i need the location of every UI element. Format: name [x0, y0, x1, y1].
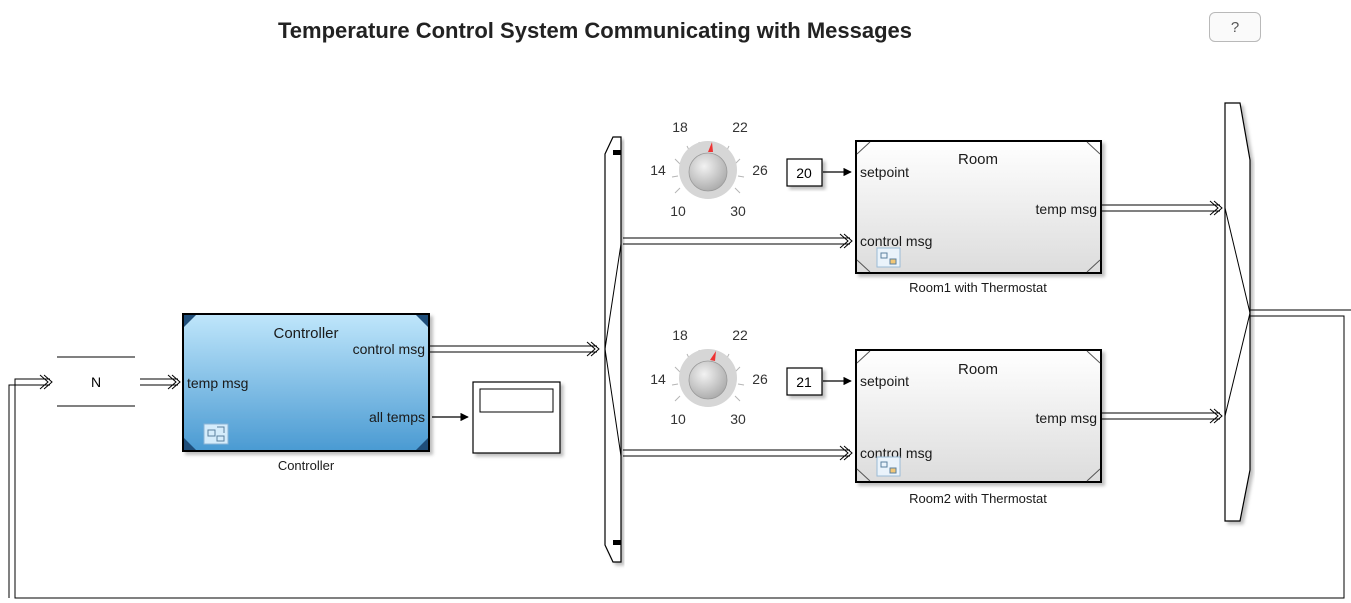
controller-output-port-temps: all temps: [369, 409, 425, 425]
room-title: Room: [958, 151, 998, 168]
left-bus-block[interactable]: [604, 136, 622, 563]
stateflow-chart-icon: [876, 456, 901, 477]
controller-title: Controller: [273, 325, 338, 342]
bus-to-room1-line[interactable]: [623, 233, 853, 249]
room1-block[interactable]: Room setpoint temp msg control msg: [855, 140, 1102, 274]
controller-to-bus-line[interactable]: [430, 341, 600, 357]
room-setpoint-port: setpoint: [860, 164, 909, 180]
setpoint-constant-room1[interactable]: 20: [786, 158, 823, 187]
right-bus-block[interactable]: [1224, 102, 1251, 522]
controller-output-port-control: control msg: [353, 341, 425, 357]
knob-label-26: 26: [752, 162, 768, 178]
room1-caption: Room1 with Thermostat: [909, 280, 1047, 295]
message-lines: [8, 200, 1351, 599]
scope-block[interactable]: [472, 381, 561, 454]
diagram-title: Temperature Control System Communicating…: [277, 18, 913, 43]
controller-input-port: temp msg: [187, 375, 248, 391]
knob-label-26: 26: [752, 371, 768, 387]
knob-room1[interactable]: 18 22 14 26 10 30: [650, 119, 768, 219]
room2-block[interactable]: Room setpoint temp msg control msg: [855, 349, 1102, 483]
room-setpoint-port: setpoint: [860, 373, 909, 389]
feedback-loop-line[interactable]: [8, 309, 1351, 599]
stateflow-chart-icon: [203, 423, 229, 445]
room-control-msg-port: control msg: [860, 233, 932, 249]
setpoint-constant-room2[interactable]: 21: [786, 367, 823, 396]
knob-label-22: 22: [732, 119, 748, 135]
help-button[interactable]: ?: [1209, 12, 1261, 42]
signal-lines: [432, 167, 852, 422]
bus-to-room2-line[interactable]: [623, 445, 853, 461]
controller-caption: Controller: [278, 458, 335, 473]
knob-room2[interactable]: 18 22 14 26 10 30: [650, 327, 768, 427]
knob-label-10: 10: [670, 203, 686, 219]
queue-to-controller-line[interactable]: [140, 374, 181, 390]
knob-label-30: 30: [730, 203, 746, 219]
queue-block[interactable]: N: [57, 356, 135, 407]
setpoint-value: 20: [796, 165, 812, 181]
room-temp-msg-port: temp msg: [1036, 410, 1097, 426]
controller-block[interactable]: Controller temp msg control msg all temp…: [182, 313, 430, 452]
queue-label: N: [91, 374, 101, 390]
knob-label-14: 14: [650, 162, 666, 178]
setpoint-value: 21: [796, 374, 812, 390]
room2-to-bus-line[interactable]: [1102, 408, 1223, 424]
knob-label-18: 18: [672, 119, 688, 135]
room-title: Room: [958, 361, 998, 378]
room-temp-msg-port: temp msg: [1036, 201, 1097, 217]
room2-caption: Room2 with Thermostat: [909, 491, 1047, 506]
knob-label-22: 22: [732, 327, 748, 343]
room1-to-bus-line[interactable]: [1102, 200, 1223, 216]
knob-label-10: 10: [670, 411, 686, 427]
stateflow-chart-icon: [876, 247, 901, 268]
knob-label-18: 18: [672, 327, 688, 343]
knob-label-14: 14: [650, 371, 666, 387]
knob-label-30: 30: [730, 411, 746, 427]
